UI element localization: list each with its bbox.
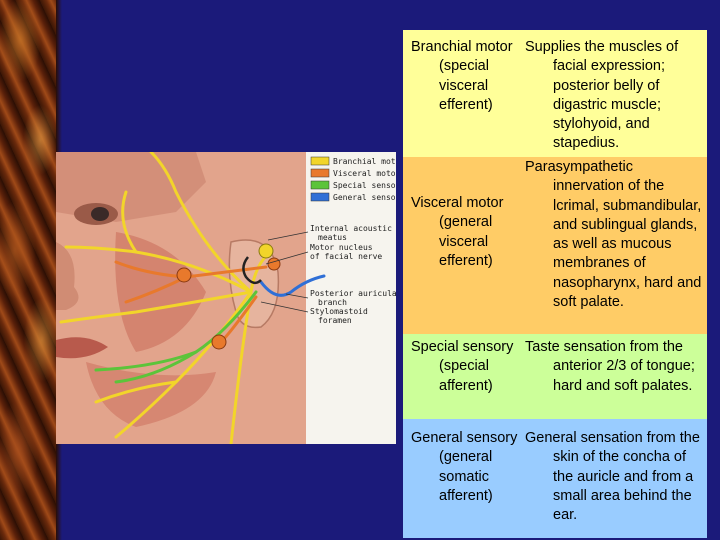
component-type: General sensory (general somatic afferen…: [411, 430, 518, 504]
mouth: [56, 337, 108, 359]
decorative-side-strip: [0, 0, 56, 540]
callout-motor-nucleus-1: Motor nucleus: [310, 243, 373, 252]
legend: Branchial motor Visceral motor Special s…: [310, 156, 396, 202]
legend-branchial-motor: Branchial motor: [333, 157, 396, 166]
callout-stylomastoid-1: Stylomastoid: [310, 307, 368, 316]
ganglion: [211, 334, 227, 350]
facial-nerve-components-table: Branchial motor (special visceral effere…: [403, 30, 707, 538]
table-row: Visceral motor (general visceral efferen…: [403, 157, 707, 334]
callout-posterior-auricular-2: branch: [318, 298, 347, 307]
ganglion: [267, 257, 281, 271]
legend-general-sensory: General sensory: [333, 193, 396, 202]
ganglion: [176, 267, 192, 283]
facial-nucleus: [242, 256, 262, 285]
table-row: Branchial motor (special visceral effere…: [403, 30, 707, 157]
ganglion: [258, 243, 274, 259]
general-sensory-nerve: [259, 274, 326, 297]
callout-stylomastoid-2: foramen: [318, 316, 352, 325]
component-description: Parasympathetic innervation of the lcrim…: [525, 159, 702, 311]
component-type: Visceral motor (general visceral efferen…: [411, 195, 504, 269]
special-sensory-nerves: [94, 290, 258, 384]
table-row: Special sensory (special afferent) Taste…: [403, 334, 707, 419]
component-description: Taste sensation from the anterior 2/3 of…: [525, 339, 695, 394]
component-description: Supplies the muscles of facial expressio…: [525, 39, 679, 152]
table-row: General sensory (general somatic afferen…: [403, 419, 707, 538]
callout-motor-nucleus-2: of facial nerve: [310, 252, 382, 261]
callout-posterior-auricular-1: Posterior auricular: [310, 289, 396, 298]
component-type: Branchial motor (special visceral effere…: [411, 39, 513, 113]
component-type: Special sensory (special afferent): [411, 339, 514, 394]
facial-nerve-illustration: Branchial motor Visceral motor Special s…: [56, 152, 396, 444]
callout-internal-acoustic-2: meatus: [318, 233, 347, 242]
legend-visceral-motor: Visceral motor: [333, 169, 396, 178]
component-description: General sensation from the skin of the c…: [525, 430, 700, 524]
nose: [56, 242, 79, 310]
legend-special-sensory: Special sensory: [333, 181, 396, 190]
callout-internal-acoustic-1: Internal acoustic: [310, 224, 392, 233]
